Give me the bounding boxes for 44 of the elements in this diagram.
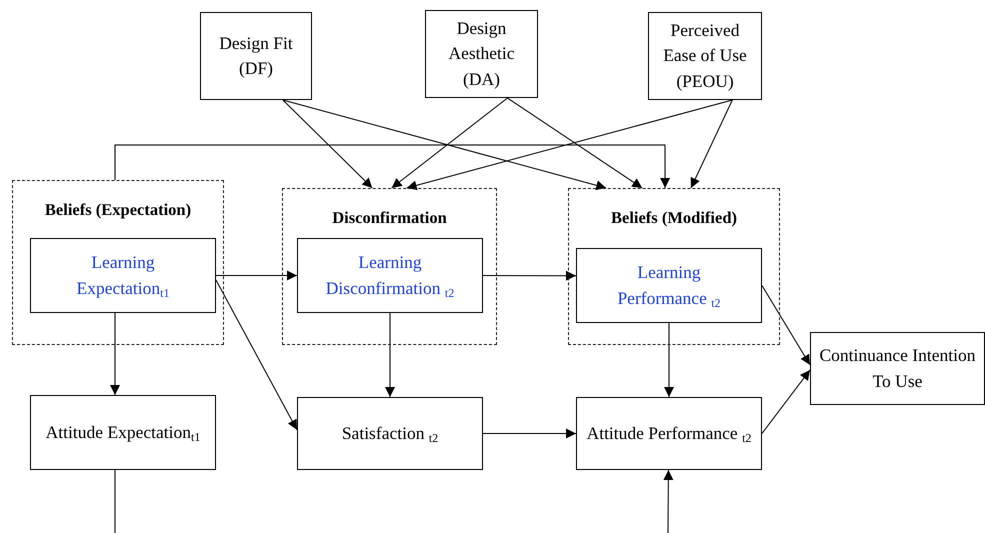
dashed-group-box (12, 180, 224, 345)
group-heading: Beliefs (Expectation) (44, 199, 192, 221)
process-box (30, 395, 216, 470)
arrow (507, 98, 643, 188)
box-label: Learning Performance $_{t2}$ (616, 261, 722, 311)
box-label: Continuance Intention To Use (818, 344, 976, 392)
arrow (762, 285, 810, 366)
process-box (30, 238, 216, 313)
connector-line (114, 470, 116, 533)
arrow (663, 470, 674, 533)
process-box (810, 332, 985, 405)
process-box (648, 12, 762, 100)
box-label: Attitude Performance $_{t2}$ (586, 422, 752, 446)
arrow (664, 322, 674, 398)
group-heading: Disconfirmation (331, 207, 448, 229)
box-label: Attitude Expectation$_{t1}$ (44, 420, 202, 446)
group-heading: Beliefs (Modified) (610, 207, 738, 229)
arrow (482, 428, 576, 438)
box-label: Design Aesthetic (DA) (447, 16, 516, 91)
box-label: Learning Disconfirmation $_{t2}$ (324, 251, 456, 301)
arrow (110, 312, 120, 396)
box-label: Perceived Ease of Use (PEOU) (662, 18, 748, 93)
box-label: Learning Expectation$_{t1}$ (76, 251, 170, 301)
process-box (297, 238, 483, 313)
process-box (576, 397, 762, 470)
arrow (282, 100, 607, 190)
dashed-group-box (282, 188, 497, 345)
dashed-group-box (568, 188, 780, 345)
arrow (762, 369, 810, 434)
process-box (297, 397, 483, 470)
process-box (425, 10, 538, 98)
box-label: Design Fit (DF) (218, 32, 294, 80)
arrow (216, 270, 298, 280)
box-label: Satisfaction $_{t2}$ (340, 422, 440, 446)
arrow (391, 98, 508, 188)
process-box (576, 248, 762, 323)
arrow (482, 270, 576, 281)
arrow (282, 100, 373, 188)
arrow (690, 100, 733, 188)
process-box (200, 12, 312, 100)
arrow (216, 280, 298, 430)
arrow (385, 312, 395, 398)
arrow (114, 144, 670, 188)
arrow (406, 100, 733, 190)
